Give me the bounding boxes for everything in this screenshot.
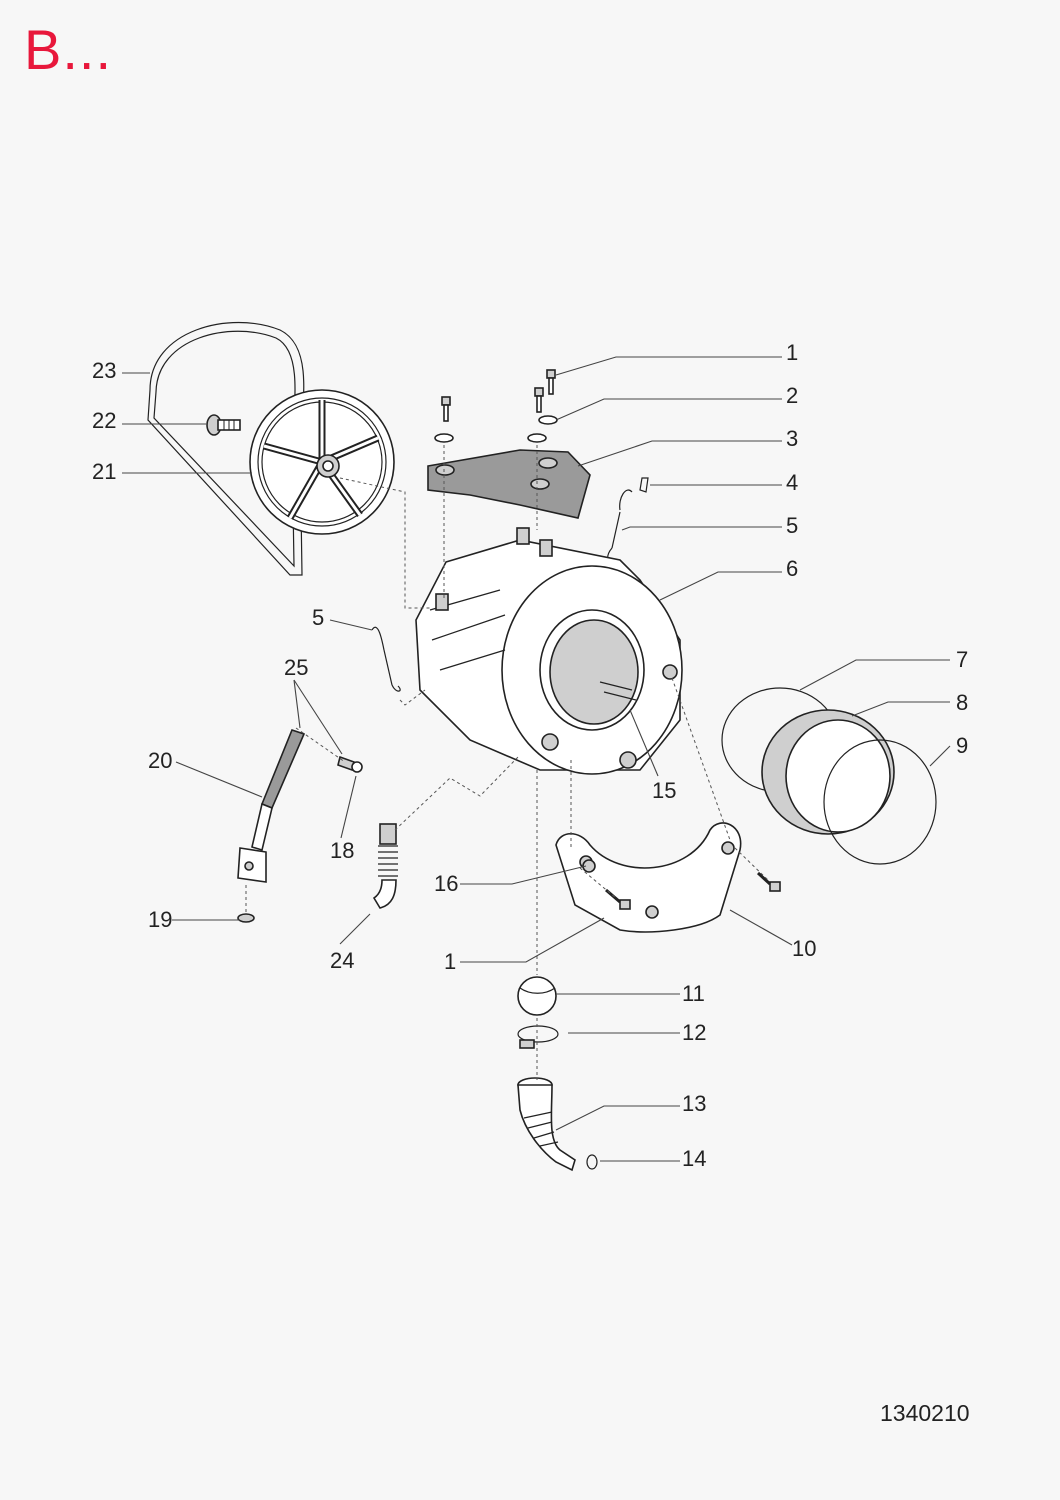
callout-24: 24 — [330, 948, 354, 973]
damper-foot-part — [237, 913, 255, 923]
callout-9: 9 — [956, 733, 968, 758]
callout-15: 15 — [652, 778, 676, 803]
support-bracket-part — [555, 822, 742, 933]
page-title: B... — [24, 18, 113, 81]
callout-1-top: 1 — [786, 340, 798, 365]
counterweight-part — [427, 449, 591, 519]
callout-4: 4 — [786, 470, 798, 495]
screws-part — [434, 369, 558, 443]
callout-18: 18 — [330, 838, 354, 863]
bellows-hose-part — [372, 823, 398, 909]
cap-part — [582, 859, 596, 873]
tub-assembly-part — [415, 527, 683, 775]
drain-hose-part — [517, 1077, 576, 1172]
callout-labels: 1 2 3 4 5 6 7 8 9 10 11 12 13 14 15 16 1… — [92, 340, 968, 1171]
callout-1-bottom: 1 — [444, 949, 456, 974]
callout-3: 3 — [786, 426, 798, 451]
callout-20: 20 — [148, 748, 172, 773]
pulley-wheel-part — [249, 389, 395, 535]
callout-5-right: 5 — [786, 513, 798, 538]
spring-clip-part — [639, 477, 649, 493]
callout-14: 14 — [682, 1146, 706, 1171]
pulley-bolt-part — [206, 414, 241, 436]
callout-10: 10 — [792, 936, 816, 961]
suspension-spring-right — [607, 489, 633, 562]
callout-6: 6 — [786, 556, 798, 581]
o-ring-part — [586, 1154, 598, 1170]
document-number: 1340210 — [880, 1400, 970, 1426]
callout-2: 2 — [786, 383, 798, 408]
door-glass-part — [823, 739, 937, 865]
callout-16: 16 — [434, 871, 458, 896]
callout-12: 12 — [682, 1020, 706, 1045]
leader-lines — [122, 356, 951, 1162]
hose-clamp-part — [517, 1025, 559, 1049]
drain-ball-part — [517, 976, 557, 1016]
suspension-spring-left — [371, 626, 401, 692]
callout-8: 8 — [956, 690, 968, 715]
callout-22: 22 — [92, 408, 116, 433]
assembly-guide-lines — [245, 445, 769, 1080]
shock-absorber-part — [237, 729, 306, 883]
callout-19: 19 — [148, 907, 172, 932]
callout-23: 23 — [92, 358, 116, 383]
callout-13: 13 — [682, 1091, 706, 1116]
callout-11: 11 — [682, 981, 705, 1006]
callout-5-left: 5 — [312, 605, 324, 630]
callout-21: 21 — [92, 459, 116, 484]
callout-7: 7 — [956, 647, 968, 672]
inner-drum-part — [599, 681, 637, 701]
door-seal-part — [761, 709, 895, 835]
callout-25: 25 — [284, 655, 308, 680]
